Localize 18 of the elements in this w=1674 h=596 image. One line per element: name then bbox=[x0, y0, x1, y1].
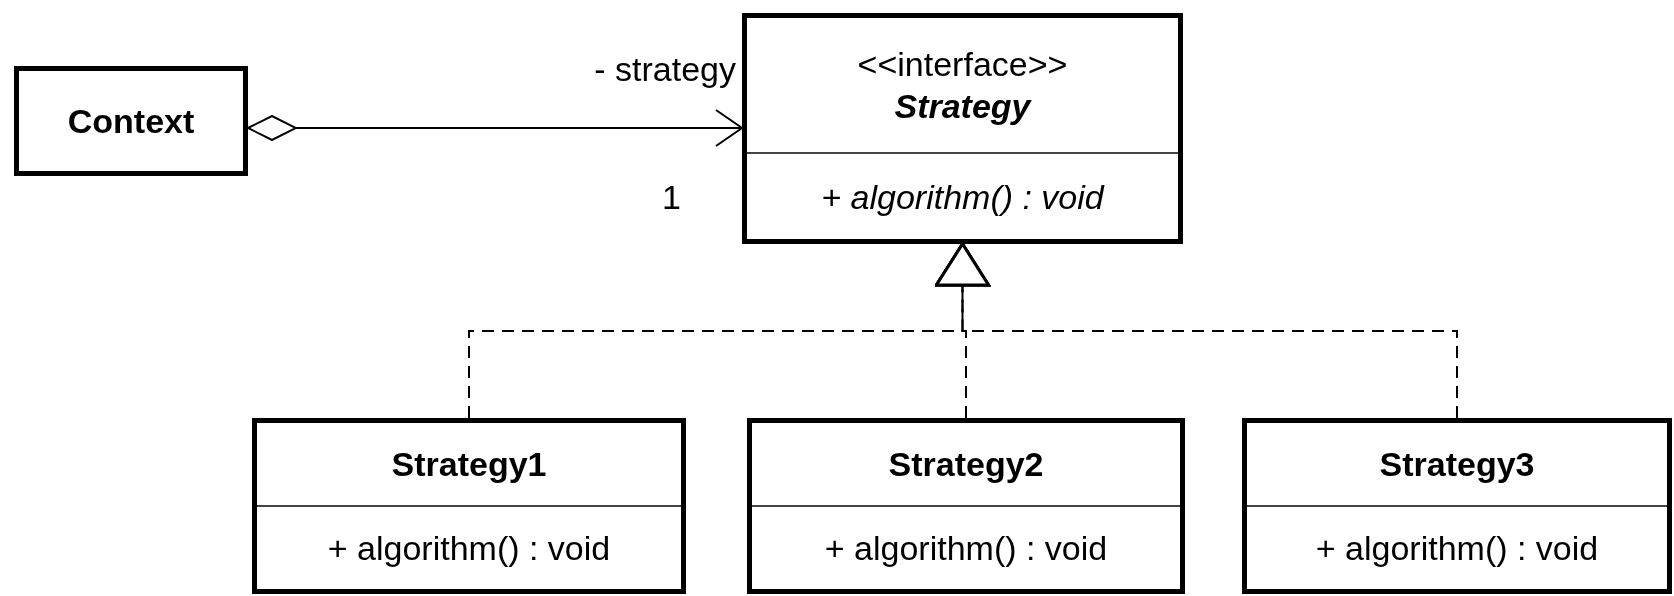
class-name: Strategy1 bbox=[391, 443, 547, 485]
class-box bbox=[252, 418, 686, 594]
class-box bbox=[1242, 418, 1672, 594]
method-signature: + algorithm() : void bbox=[824, 531, 1108, 565]
class-name: Strategy bbox=[894, 86, 1031, 127]
multiplicity-label: 1 bbox=[662, 180, 681, 214]
class-box bbox=[747, 418, 1185, 594]
realization-arrow bbox=[935, 242, 1458, 419]
class-name: Context bbox=[67, 100, 195, 142]
class-name: Strategy2 bbox=[888, 443, 1044, 485]
stereotype-label: <<interface>> bbox=[857, 43, 1068, 85]
method-signature: + algorithm() : void bbox=[1315, 531, 1599, 565]
aggregation-arrow bbox=[247, 109, 743, 147]
class-box bbox=[14, 66, 248, 176]
class-name: Strategy3 bbox=[1379, 443, 1535, 485]
method-signature: + algorithm() : void bbox=[327, 531, 611, 565]
method-signature: + algorithm() : void bbox=[821, 179, 1104, 214]
class-box bbox=[742, 13, 1183, 244]
